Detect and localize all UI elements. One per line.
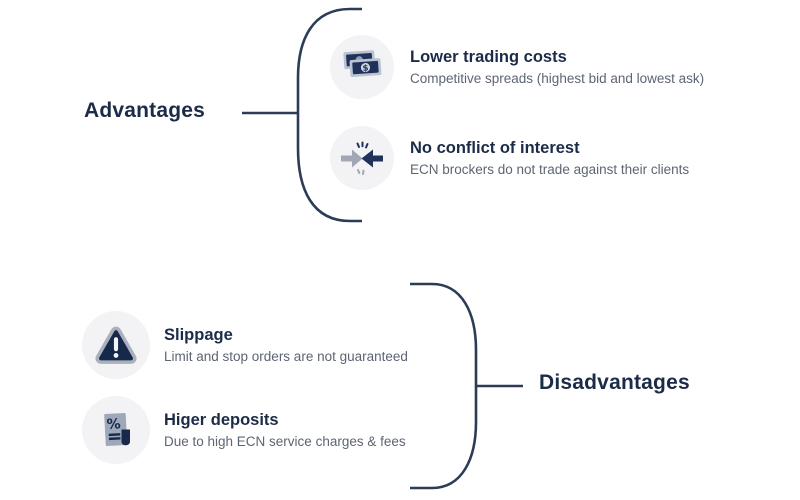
item-title: Slippage [164,326,233,344]
advantage-item-text: Lower trading costs Competitive spreads … [410,48,704,86]
disadvantage-item-text: Higer deposits Due to high ECN service c… [164,411,406,449]
advantages-label: Advantages [84,99,206,122]
advantage-item-no-conflict: No conflict of interest ECN brockers do … [330,126,689,190]
disadvantage-item-text: Slippage Limit and stop orders are not g… [164,326,408,364]
item-title: Lower trading costs [410,48,567,66]
advantage-item-text: No conflict of interest ECN brockers do … [410,139,689,177]
svg-text:%: % [106,416,121,433]
disadvantage-item-deposits: % Higer deposits Due to high ECN service… [82,396,406,464]
item-subtitle: Due to high ECN service charges & fees [164,434,406,449]
item-subtitle: Competitive spreads (highest bid and low… [410,71,705,86]
warning-triangle-icon [82,311,150,379]
disadvantages-bracket [410,282,478,490]
disadvantage-item-slippage: Slippage Limit and stop orders are not g… [82,311,408,379]
item-title: No conflict of interest [410,139,580,157]
item-subtitle: Limit and stop orders are not guaranteed [164,349,408,364]
advantage-item-lower-costs: $ Lower trading costs Competitive spread… [330,35,704,99]
colliding-arrows-icon [330,126,394,190]
receipt-charges-icon: % [82,396,150,464]
disadvantages-label: Disadvantages [539,371,690,394]
item-subtitle: ECN brockers do not trade against their … [410,162,690,177]
money-banknotes-icon: $ [330,35,394,99]
item-title: Higer deposits [164,411,279,429]
svg-text:$: $ [362,63,369,73]
